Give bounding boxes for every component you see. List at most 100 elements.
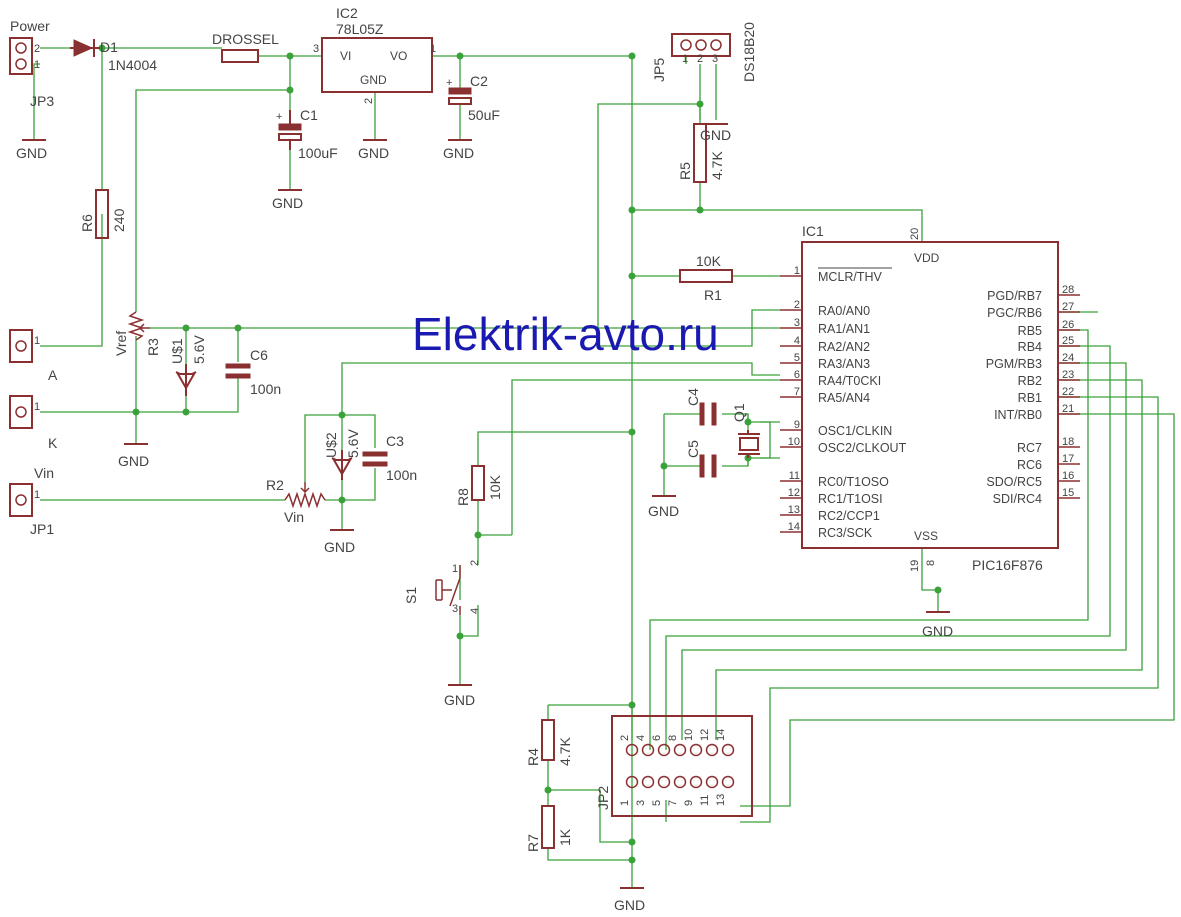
s1-pin3: 3 — [452, 603, 458, 615]
capacitor-c4: C4 — [685, 388, 717, 426]
drossel-ref: DROSSEL — [212, 31, 279, 47]
connector-jp1: Vin 1 JP1 — [9, 465, 54, 537]
c6-ref: C6 — [250, 347, 268, 363]
r7-ref: R7 — [525, 834, 541, 852]
ic1-pin-label: INT/RB0 — [994, 408, 1042, 422]
jp1-pin: 1 — [34, 489, 40, 501]
jp5-pin3: 3 — [712, 53, 718, 65]
s1-ref: S1 — [403, 587, 419, 604]
jp2-pin-12: 12 — [699, 729, 711, 741]
ic1-ref: IC1 — [802, 223, 824, 239]
r1-value: 10K — [696, 253, 722, 269]
ic1-pin-number: 18 — [1062, 436, 1074, 448]
svg-text:GND: GND — [272, 195, 303, 211]
ic1-pin-number: 24 — [1062, 352, 1074, 364]
gnd-s1: GND — [444, 684, 475, 708]
ic2-pin-in: 3 — [313, 43, 319, 55]
ic1-pin-label: RC1/T1OSI — [818, 492, 883, 506]
r4-ref: R4 — [525, 748, 541, 766]
gnd-symbols: GND GND GND GND GND GND GND GND GND GND … — [16, 123, 953, 913]
svg-text:GND: GND — [922, 623, 953, 639]
gnd-jp3: GND — [16, 139, 47, 161]
u1-value: 5.6V — [191, 335, 207, 364]
ic1-pin-label: RA3/AN3 — [818, 357, 870, 371]
ic1-pin-24: 24 PGM/RB3 — [986, 352, 1080, 371]
inductor-drossel: DROSSEL — [212, 31, 279, 63]
r2-ref: R2 — [266, 477, 284, 493]
resistor-r6: R6 240 — [79, 189, 127, 239]
trimmer-r2: R2 Vin — [266, 477, 326, 525]
gnd-c2: GND — [443, 139, 474, 161]
s1-pin1: 1 — [452, 563, 458, 575]
junctions — [98, 44, 942, 864]
connector-a: 1 A — [9, 329, 58, 383]
c6-value: 100n — [250, 381, 281, 397]
ic1-vdd-pin: 20 — [909, 228, 921, 240]
jp2-pin-2: 2 — [619, 735, 631, 741]
r3-ref: R3 — [145, 338, 161, 356]
k-label: K — [48, 435, 58, 451]
ic1-pin-label: RC3/SCK — [818, 526, 873, 540]
jp2-top-row — [625, 743, 735, 757]
jp2-pin-10: 10 — [683, 729, 695, 741]
ic1-pin-label: RC6 — [1017, 458, 1042, 472]
ic1-pin-number: 11 — [789, 470, 800, 482]
capacitor-c1: + C1 100uF — [276, 107, 338, 161]
jp2-pin-9: 9 — [683, 800, 695, 806]
trimmer-r3: Vref R3 — [113, 311, 161, 356]
r8-ref: R8 — [455, 488, 471, 506]
jp1-title: Vin — [34, 465, 54, 481]
a-label: A — [48, 367, 58, 383]
r3-label: Vref — [113, 331, 129, 356]
r5-ref: R5 — [677, 162, 693, 180]
gnd-xtal: GND — [648, 495, 679, 519]
ic1-pin-label: PGM/RB3 — [986, 357, 1042, 371]
connector-jp5: 1 2 3 JP5 DS18B20 — [651, 22, 757, 82]
r5-value: 4.7K — [709, 151, 725, 180]
ic1-vdd: VDD — [914, 251, 940, 265]
ic1-pin-number: 28 — [1062, 284, 1074, 296]
c4-ref: C4 — [685, 388, 701, 406]
zener-u1: U$1 5.6V — [169, 335, 207, 396]
r2-label: Vin — [284, 509, 304, 525]
jp5-pin1: 1 — [682, 53, 688, 65]
svg-text:GND: GND — [648, 503, 679, 519]
resistor-r7: R7 1K — [525, 805, 573, 852]
ic1-pin-label: RB4 — [1018, 340, 1042, 354]
jp2-ref: JP2 — [595, 786, 611, 810]
ic1-pin-number: 5 — [794, 352, 800, 364]
ic1-name: PIC16F876 — [972, 557, 1043, 573]
r7-value: 1K — [557, 828, 573, 846]
gnd-c1: GND — [272, 189, 303, 211]
capacitor-c2: + C2 50uF — [446, 73, 500, 123]
ic2-vi: VI — [340, 49, 351, 63]
ic2-value: 78L05Z — [336, 21, 384, 37]
ic1-pin-number: 26 — [1062, 319, 1074, 331]
ic1-pin-label: RA1/AN1 — [818, 322, 870, 336]
ic1-pin-number: 25 — [1062, 335, 1074, 347]
ic1-pin-label: RC2/CCP1 — [818, 509, 880, 523]
watermark-text: Elektrik-avto.ru — [412, 308, 719, 360]
ic1-right-pins: 28PGD/RB727PGC/RB626RB525RB424PGM/RB323R… — [986, 284, 1080, 506]
switch-s1: S1 1 2 3 4 — [403, 560, 481, 615]
connector-jp2: 2 4 6 8 10 12 14 1 3 5 7 9 11 13 JP2 — [595, 715, 753, 817]
c3-value: 100n — [386, 467, 417, 483]
ic1-pin-number: 9 — [794, 419, 800, 431]
ic2-vo: VO — [390, 49, 407, 63]
c1-value: 100uF — [298, 145, 338, 161]
ic1-pin-label: OSC2/CLKOUT — [818, 441, 907, 455]
c1-ref: C1 — [300, 107, 318, 123]
r8-value: 10K — [487, 474, 503, 500]
jp5-name: DS18B20 — [741, 22, 757, 82]
d1-value: 1N4004 — [108, 57, 157, 73]
ic1-pin-number: 4 — [794, 335, 800, 347]
jp2-pin-6: 6 — [651, 735, 663, 741]
